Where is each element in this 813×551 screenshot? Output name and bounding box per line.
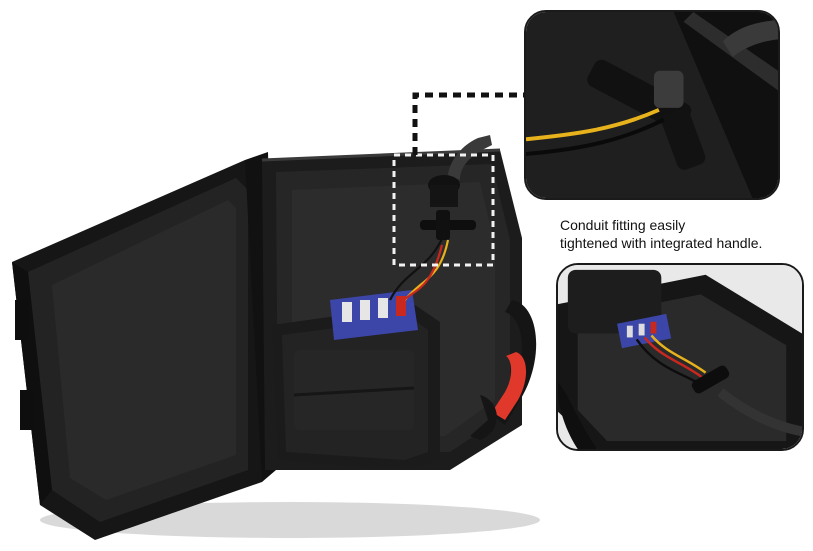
- terminal-block: [330, 290, 418, 340]
- callout-box: [392, 153, 495, 267]
- case-lid: [12, 160, 262, 540]
- wires: [389, 231, 450, 306]
- conduit-tube: [428, 135, 492, 207]
- caption-line-2: tightened with integrated handle.: [560, 235, 763, 251]
- conduit-fitting: [420, 210, 476, 240]
- inner-case: [272, 305, 440, 470]
- case-handle: [470, 300, 537, 440]
- callout-connector: [412, 92, 524, 155]
- inset-photo-fitting-closeup: [524, 10, 780, 200]
- caption-text: Conduit fitting easily tightened with in…: [560, 216, 810, 252]
- inset-photo-case-interior: [556, 263, 804, 451]
- caption-line-1: Conduit fitting easily: [560, 217, 686, 233]
